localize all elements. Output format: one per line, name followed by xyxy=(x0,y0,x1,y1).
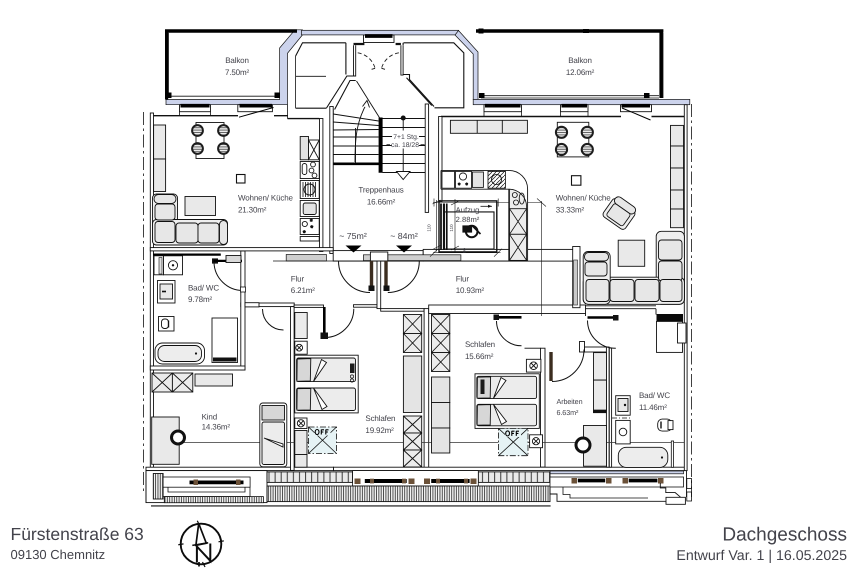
svg-text:Balkon: Balkon xyxy=(568,56,592,65)
svg-text:ca. 18/28: ca. 18/28 xyxy=(391,142,419,149)
svg-text:09130 Chemnitz: 09130 Chemnitz xyxy=(11,547,106,562)
svg-text:7+1 Stg.: 7+1 Stg. xyxy=(393,134,419,141)
svg-text:19.92m²: 19.92m² xyxy=(365,426,394,435)
svg-text:Treppenhaus: Treppenhaus xyxy=(358,186,403,195)
svg-text:6.21m²: 6.21m² xyxy=(291,286,315,295)
svg-text:Flur: Flur xyxy=(291,275,305,284)
svg-text:15.66m²: 15.66m² xyxy=(465,352,494,361)
svg-text:10.93m²: 10.93m² xyxy=(456,286,485,295)
svg-text:Balkon: Balkon xyxy=(225,56,249,65)
svg-text:Wohnen/ Küche: Wohnen/ Küche xyxy=(238,194,294,203)
svg-text:*: * xyxy=(311,225,314,232)
svg-text:16.66m²: 16.66m² xyxy=(367,198,396,207)
svg-text:Kind: Kind xyxy=(202,413,217,422)
svg-text:2.88m²: 2.88m² xyxy=(456,215,480,224)
svg-text:Flur: Flur xyxy=(456,275,470,284)
svg-text:*: * xyxy=(303,230,306,237)
svg-text:*: * xyxy=(466,182,469,189)
svg-text:Schlafen: Schlafen xyxy=(365,414,395,423)
svg-text:Bad/ WC: Bad/ WC xyxy=(639,391,670,400)
svg-text:9.78m²: 9.78m² xyxy=(188,295,212,304)
svg-text:14.36m²: 14.36m² xyxy=(202,423,231,432)
svg-text:Wohnen/ Küche: Wohnen/ Küche xyxy=(556,194,612,203)
svg-text:7.50m²: 7.50m² xyxy=(225,68,249,77)
svg-text:33.33m²: 33.33m² xyxy=(556,206,585,215)
svg-text:6.63m²: 6.63m² xyxy=(557,408,579,417)
svg-text:Bad/ WC: Bad/ WC xyxy=(188,284,219,293)
svg-text:*: * xyxy=(310,219,313,226)
svg-text:21.30m²: 21.30m² xyxy=(238,206,267,215)
svg-text:12.06m²: 12.06m² xyxy=(566,68,595,77)
svg-text:~ 84m²: ~ 84m² xyxy=(390,231,418,241)
svg-text:Arbeiten: Arbeiten xyxy=(557,397,583,406)
svg-text:Dachgeschoss: Dachgeschoss xyxy=(722,525,847,546)
svg-text:Fürstenstraße 63: Fürstenstraße 63 xyxy=(11,524,144,544)
svg-text:~ 75m²: ~ 75m² xyxy=(339,231,367,241)
svg-text:Entwurf Var. 1 | 16.05.2025: Entwurf Var. 1 | 16.05.2025 xyxy=(676,548,847,564)
svg-text:110: 110 xyxy=(427,224,432,232)
svg-text:11.46m²: 11.46m² xyxy=(639,403,667,412)
svg-text:*: * xyxy=(458,182,461,189)
svg-text:Aufzug: Aufzug xyxy=(456,206,480,215)
svg-text:Schlafen: Schlafen xyxy=(465,340,495,349)
svg-text:110: 110 xyxy=(449,224,454,232)
svg-text:90: 90 xyxy=(462,248,467,254)
